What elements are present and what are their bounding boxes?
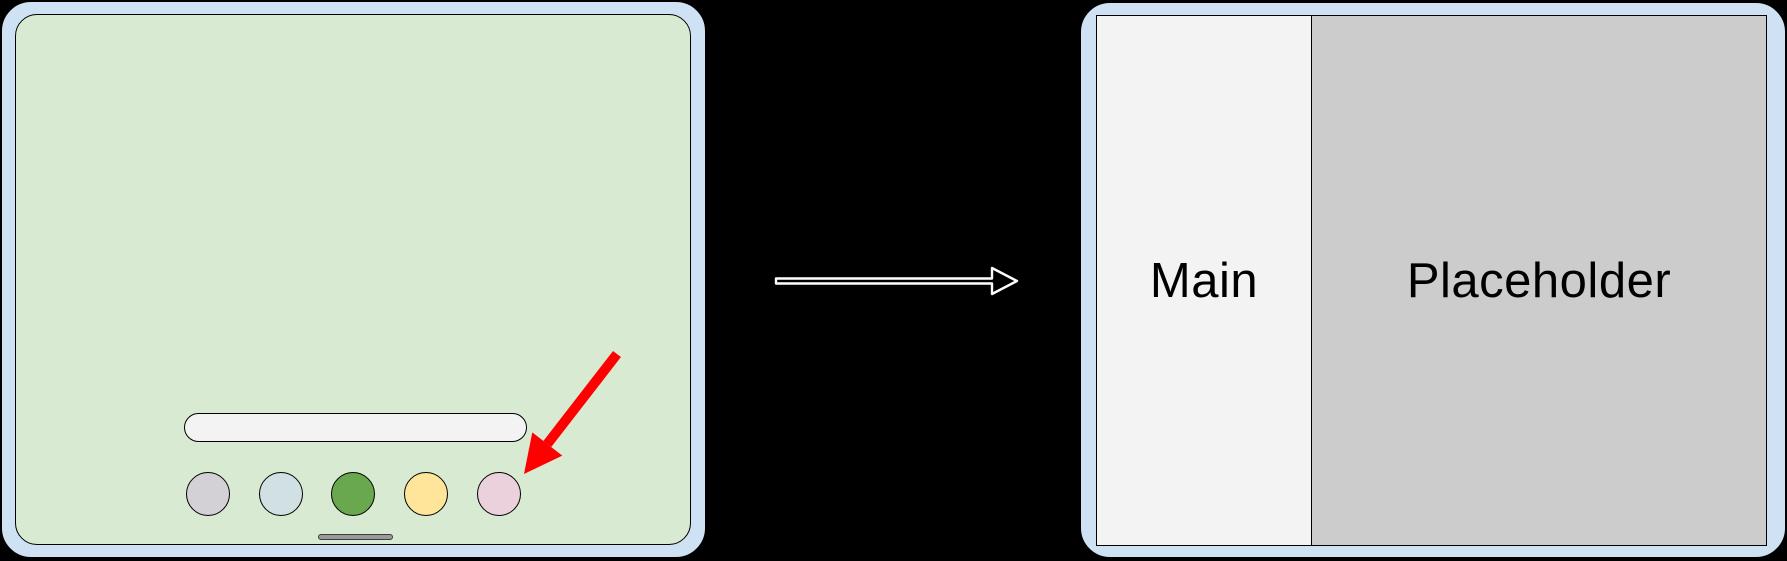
dock-icon-green xyxy=(331,472,375,516)
main-panel: Main xyxy=(1097,16,1312,545)
placeholder-panel: Placeholder xyxy=(1312,16,1766,545)
dock-icon-pink xyxy=(477,472,521,516)
transition-arrow-icon xyxy=(774,266,1019,296)
tablet-frame-after: Main Placeholder xyxy=(1080,2,1786,558)
dock-icon-yellow xyxy=(404,472,448,516)
split-layout: Main Placeholder xyxy=(1096,15,1767,546)
search-bar-pill xyxy=(184,413,527,442)
dock-icon-blue xyxy=(259,472,303,516)
main-panel-label: Main xyxy=(1149,253,1259,308)
home-indicator-bar xyxy=(318,534,393,540)
dock-icon-gray xyxy=(186,472,230,516)
placeholder-panel-label: Placeholder xyxy=(1406,253,1672,308)
home-screen-wallpaper xyxy=(15,14,691,545)
tablet-frame-before xyxy=(1,1,706,558)
